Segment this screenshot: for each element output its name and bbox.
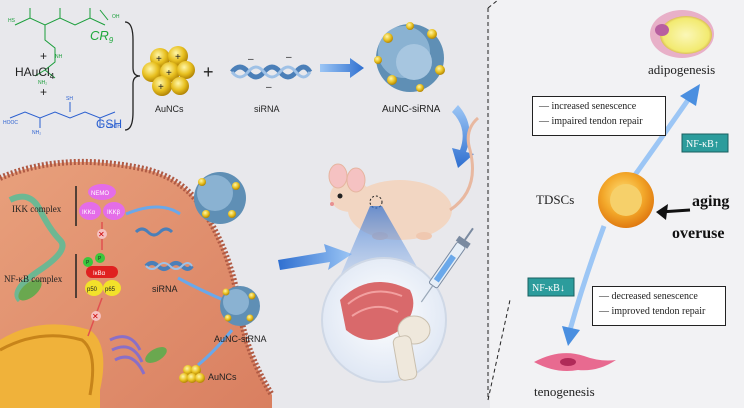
- svg-text:+: +: [175, 52, 181, 63]
- plus-2: +: [40, 85, 47, 99]
- gsh-atom-sh: SH: [66, 96, 73, 102]
- nfkb-up-label: NF-κB↑: [686, 139, 719, 150]
- sirna-minus-3: –: [266, 82, 272, 93]
- cell-membrane: [0, 158, 275, 397]
- ikka-label: IKKα: [82, 210, 96, 216]
- golgi-icon: [109, 335, 146, 375]
- aging-label: aging: [692, 193, 729, 210]
- gsh-atom-cooh: COOH: [106, 124, 121, 130]
- ikk-complex-label: IKK complex: [12, 204, 62, 214]
- block-icon-1: [97, 229, 107, 239]
- block-icon-2: [91, 311, 101, 321]
- ikba-label: IκBα: [93, 271, 106, 277]
- connector-bottom: [487, 299, 511, 401]
- connector-top: [487, 0, 499, 9]
- gsh-label: GSH: [96, 117, 122, 131]
- p-label-2: P: [98, 256, 102, 262]
- sirna-minus-2: –: [286, 52, 292, 63]
- auncs-label: AuNCs: [155, 104, 184, 114]
- arrow-complex-to-auncs: [197, 329, 234, 367]
- block-x-2: ✕: [92, 312, 99, 321]
- sirna-label: siRNA: [254, 104, 280, 114]
- nfkb-complex-label: NF-κB complex: [4, 274, 63, 284]
- auncs-cluster-icon: + + + +: [142, 46, 195, 96]
- shoulder-icon: [340, 282, 431, 381]
- svg-text:+: +: [156, 54, 162, 65]
- aunc-sirna-complex-icon: [374, 22, 445, 92]
- ikkb-label: IKKβ: [107, 210, 121, 216]
- arrow-down-head: [562, 326, 580, 346]
- cr9-atom-oh: OH: [112, 14, 120, 20]
- plus-3: +: [203, 62, 214, 82]
- nfkb-down-label: NF-κB↓: [532, 283, 565, 294]
- gsh-atom-nh2: NH₂: [32, 130, 41, 136]
- down-box-line-2: — improved tendon repair: [599, 306, 706, 317]
- auncs-small-icon: [179, 365, 205, 383]
- cr9-atom-nh: NH: [55, 54, 63, 60]
- p65-label: p65: [105, 287, 116, 293]
- down-box-line-1: — decreased senescence: [599, 291, 698, 302]
- mitochondria-icon: [18, 279, 167, 363]
- sirna-cell-label: siRNA: [152, 284, 178, 294]
- sirna-in-cell-icon: [134, 227, 194, 271]
- gsh-atom-hooc: HOOC: [3, 120, 18, 126]
- p50-label: p50: [87, 287, 98, 293]
- sirna-minus-1: –: [248, 54, 254, 65]
- mouse-to-cell-arrow: [278, 244, 352, 270]
- synthesis-arrow: [320, 58, 364, 78]
- nfkb-down-tag: [527, 277, 575, 297]
- tdsc-cell-icon: [598, 172, 654, 228]
- up-box-line-2: — impaired tendon repair: [539, 116, 643, 127]
- arrow-sirna-to-ikk: [125, 205, 181, 216]
- aunc-sirna-cell-icon: [220, 286, 260, 326]
- gsh-structure: [9, 102, 116, 128]
- tendon-cell-icon: [534, 353, 616, 371]
- auncs-cell-label: AuNCs: [208, 372, 237, 382]
- nfkb-complex-icon: [83, 253, 121, 296]
- cr9-atom-hs: HS: [8, 18, 16, 24]
- svg-text:+: +: [166, 68, 172, 79]
- cr9-label: CR9: [90, 28, 114, 45]
- arrow-up-line: [627, 98, 691, 184]
- cr9-atom-nh2: NH₂: [38, 80, 47, 86]
- senescence-down-box: — decreased senescence — improved tendon…: [592, 286, 726, 326]
- nucleus-icon: [0, 324, 104, 408]
- aging-arrow-head: [656, 204, 668, 220]
- syringe-icon: [420, 227, 474, 303]
- arrow-down-line: [567, 225, 607, 331]
- complex-label-top: AuNC-siRNA: [382, 104, 441, 115]
- nemo-label: NEMO: [91, 191, 109, 197]
- cr9-structure: [14, 8, 109, 79]
- tdscs-label: TDSCs: [536, 192, 574, 207]
- adipogenesis-label: adipogenesis: [648, 62, 715, 77]
- nfkb-up-tag: [681, 133, 729, 153]
- aunc-sirna-membrane-icon: [194, 172, 246, 224]
- complex-to-mouse-arrow: [452, 105, 474, 168]
- sirna-helix-icon: [230, 64, 313, 80]
- senescence-up-box: — increased senescence — impaired tendon…: [532, 96, 666, 136]
- svg-text:+: +: [158, 82, 164, 93]
- fat-cell-icon: [650, 10, 714, 58]
- ikk-complex-icon: [79, 184, 125, 220]
- brace: [124, 21, 141, 131]
- overuse-label: overuse: [672, 225, 724, 242]
- haucl4-label: HAuCl4: [15, 65, 55, 81]
- block-x-1: ✕: [98, 230, 105, 239]
- up-box-line-1: — increased senescence: [539, 101, 637, 112]
- arrow-up-head: [680, 84, 700, 106]
- complex-cell-label: AuNC-siRNA: [214, 334, 267, 344]
- er-icon: [8, 193, 66, 303]
- plus-1: +: [40, 49, 47, 63]
- p-label-1: P: [86, 260, 90, 266]
- tenogenesis-label: tenogenesis: [534, 384, 595, 399]
